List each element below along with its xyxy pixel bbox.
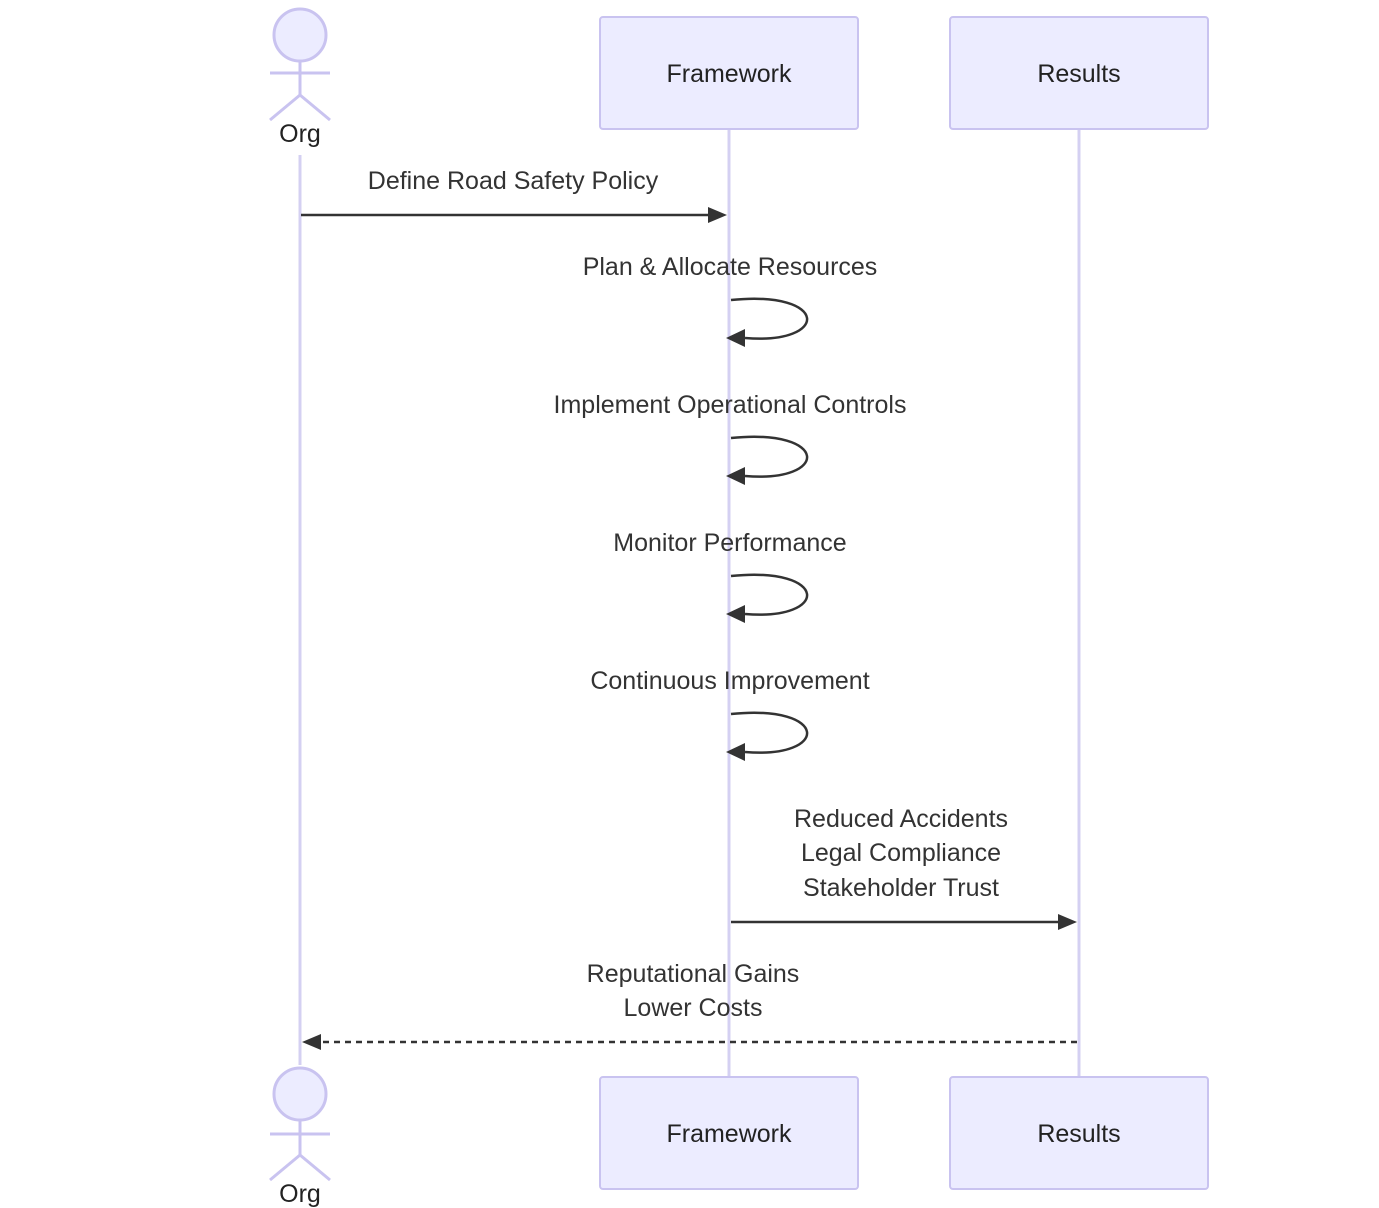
participant-results-top: Results bbox=[949, 16, 1209, 130]
participant-framework-top: Framework bbox=[599, 16, 859, 130]
participant-label-framework-bottom: Framework bbox=[666, 1120, 792, 1148]
arrowhead-icon bbox=[708, 207, 727, 223]
message-label-line: Lower Costs bbox=[624, 994, 763, 1022]
arrowhead-icon bbox=[726, 467, 745, 485]
participant-framework-bottom: Framework bbox=[599, 1076, 859, 1190]
message-continuous-improvement: Continuous Improvement bbox=[590, 667, 870, 761]
actor-org-bottom: Org bbox=[269, 1066, 331, 1208]
participant-label-results-top: Results bbox=[1037, 60, 1120, 88]
person-icon bbox=[272, 7, 328, 63]
message-label: Implement Operational Controls bbox=[554, 391, 907, 419]
message-define-policy: Define Road Safety Policy bbox=[301, 167, 727, 223]
message-plan-allocate: Plan & Allocate Resources bbox=[583, 253, 878, 347]
message-label-line: Reputational Gains bbox=[587, 960, 800, 988]
message-monitor-performance: Monitor Performance bbox=[613, 529, 847, 623]
message-implement-controls: Implement Operational Controls bbox=[554, 391, 907, 485]
participant-results-bottom: Results bbox=[949, 1076, 1209, 1190]
message-label: Define Road Safety Policy bbox=[368, 167, 659, 195]
message-label: Plan & Allocate Resources bbox=[583, 253, 878, 281]
actor-org-top: Org bbox=[269, 7, 331, 148]
arrowhead-icon bbox=[726, 329, 745, 347]
message-outcomes: Reduced Accidents Legal Compliance Stake… bbox=[731, 805, 1077, 930]
message-returns: Reputational Gains Lower Costs bbox=[302, 960, 1077, 1050]
arrowhead-icon bbox=[302, 1034, 321, 1050]
message-label-line: Legal Compliance bbox=[801, 839, 1001, 867]
participant-label-results-bottom: Results bbox=[1037, 1120, 1120, 1148]
message-label: Continuous Improvement bbox=[590, 667, 869, 695]
arrowhead-icon bbox=[726, 743, 745, 761]
arrowhead-icon bbox=[726, 605, 745, 623]
message-label-line: Stakeholder Trust bbox=[803, 874, 999, 902]
person-icon bbox=[272, 1066, 328, 1122]
participant-label-framework-top: Framework bbox=[666, 60, 792, 88]
message-label-line: Reduced Accidents bbox=[794, 805, 1008, 833]
message-label: Monitor Performance bbox=[613, 529, 846, 557]
actor-label-org-bottom: Org bbox=[279, 1180, 321, 1208]
actor-label-org-top: Org bbox=[279, 120, 321, 148]
arrowhead-icon bbox=[1058, 914, 1077, 930]
